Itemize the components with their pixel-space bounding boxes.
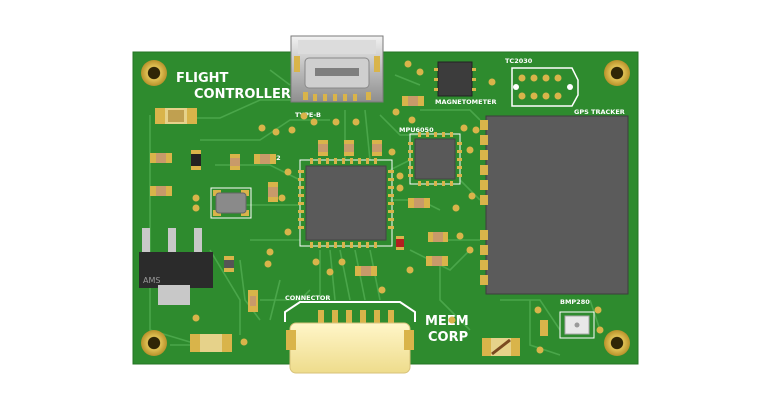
- vias: [192, 60, 604, 354]
- brand-line1: MEEM: [425, 314, 469, 329]
- gps-label: GPS TRACKER: [574, 108, 625, 116]
- smd-passives: [150, 96, 548, 356]
- bmp280-sensor: [559, 311, 595, 339]
- tc2030-header: [511, 67, 579, 107]
- title-line2: CONTROLLER: [194, 87, 291, 102]
- brand-line2: CORP: [428, 330, 468, 345]
- imu-label: MPU6050: [399, 126, 434, 134]
- connector-label: CONNECTOR: [285, 294, 330, 302]
- regulator-marking: AMS: [143, 276, 160, 285]
- magnetometer-label: MAGNETOMETER: [435, 98, 496, 106]
- baro-label: BMP280: [560, 298, 590, 306]
- magnetometer-chip: [437, 61, 473, 97]
- mpu6050-imu: [408, 132, 462, 186]
- usb-connector: [290, 35, 384, 103]
- connector-silk-outline: [284, 301, 416, 322]
- usb-label: TYPE-B: [295, 111, 321, 119]
- voltage-regulator: [139, 228, 213, 305]
- stm32-mcu: [298, 158, 394, 248]
- connector-body: [289, 322, 411, 374]
- crystal-oscillator: [210, 187, 252, 219]
- gps-module: [485, 115, 629, 295]
- title-line1: FLIGHT: [176, 71, 229, 86]
- connector-pins: [318, 310, 394, 324]
- tc2030-label: TC2030: [505, 57, 533, 65]
